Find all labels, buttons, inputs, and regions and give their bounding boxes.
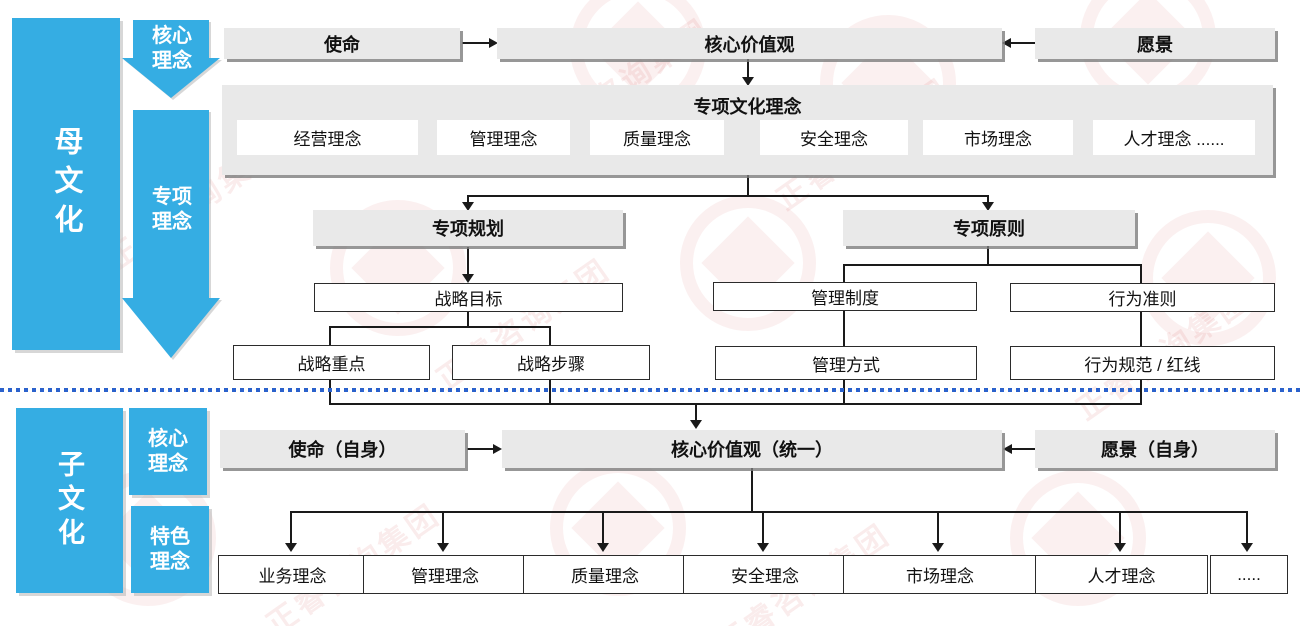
child-item-management: 管理理念	[363, 555, 527, 594]
special-idea-arrow-body	[133, 110, 209, 298]
connector	[329, 403, 1142, 405]
arrowhead	[1241, 543, 1253, 552]
arrowhead	[757, 543, 769, 552]
management-system-box: 管理制度	[713, 282, 977, 311]
arrowhead	[1002, 38, 1011, 48]
connector	[1140, 264, 1142, 283]
arrowhead	[493, 444, 502, 454]
child-feature-idea-label: 特色理念	[150, 525, 190, 573]
connector	[549, 326, 551, 345]
child-core-idea-tag: 核心理念	[129, 408, 207, 495]
conduct-norms-box: 行为规范 / 红线	[1010, 346, 1275, 380]
arrowhead	[1114, 543, 1126, 552]
core-idea-label: 核心理念	[152, 25, 192, 72]
child-item-safety: 安全理念	[683, 555, 847, 594]
arrowhead	[982, 202, 994, 211]
special-planning-box: 专项规划	[313, 210, 623, 246]
connector	[462, 42, 489, 44]
connector	[843, 264, 845, 282]
connector	[290, 511, 1247, 513]
child-feature-idea-tag: 特色理念	[131, 506, 209, 593]
mother-culture-label: 母文化	[50, 125, 82, 243]
arrowhead	[462, 274, 474, 283]
child-item-market: 市场理念	[843, 555, 1037, 594]
connector	[1246, 511, 1248, 544]
child-core-idea-label: 核心理念	[148, 427, 188, 475]
connector	[1140, 310, 1142, 346]
connector	[1011, 42, 1035, 44]
connector	[290, 511, 292, 544]
connector	[1012, 448, 1035, 450]
arrowhead	[489, 38, 498, 48]
connector	[467, 195, 469, 203]
arrowhead	[462, 202, 474, 211]
connector	[843, 309, 845, 346]
connector	[1119, 511, 1121, 544]
connector	[602, 511, 604, 544]
child-item-business: 业务理念	[218, 555, 367, 594]
child-culture-label: 子文化	[54, 449, 84, 552]
arrowhead	[437, 543, 449, 552]
arrowhead	[932, 543, 944, 552]
core-idea-arrow-body	[133, 20, 209, 58]
management-method-box: 管理方式	[715, 346, 977, 380]
special-idea-arrow	[122, 110, 220, 360]
strategy-focus-box: 战略重点	[233, 345, 430, 380]
conduct-code-box: 行为准则	[1010, 283, 1275, 312]
culture-item-talent: 人才理念 ......	[1093, 120, 1255, 155]
core-values-box: 核心价值观	[497, 28, 1002, 59]
arrowhead	[742, 77, 754, 86]
child-culture-bar: 子文化	[16, 408, 123, 593]
connector	[937, 511, 939, 544]
mission-box: 使命	[224, 28, 460, 59]
section-divider	[0, 388, 1300, 392]
special-idea-arrow-head	[122, 298, 220, 358]
culture-item-quality: 质量理念	[590, 120, 724, 155]
child-item-talent: 人才理念	[1035, 555, 1208, 594]
connector	[442, 511, 444, 544]
connector	[695, 403, 697, 421]
connector	[987, 195, 989, 203]
culture-item-management: 管理理念	[437, 120, 570, 155]
culture-item-safety: 安全理念	[760, 120, 908, 155]
special-culture-title: 专项文化理念	[693, 97, 802, 117]
mother-culture-bar: 母文化	[12, 18, 120, 350]
arrowhead	[1003, 444, 1012, 454]
culture-item-operations: 经营理念	[237, 120, 418, 155]
connector	[467, 448, 493, 450]
connector	[329, 326, 331, 345]
connector	[467, 247, 469, 275]
special-idea-label: 专项理念	[152, 186, 192, 233]
culture-item-market: 市场理念	[923, 120, 1073, 155]
connector	[987, 246, 989, 266]
connector	[329, 326, 551, 328]
child-item-more: .....	[1210, 555, 1288, 594]
core-idea-arrow	[122, 20, 220, 100]
connector	[747, 59, 749, 78]
arrowhead	[285, 543, 297, 552]
child-item-quality: 质量理念	[523, 555, 687, 594]
connector	[751, 468, 753, 513]
child-core-values-box: 核心价值观（统一）	[502, 430, 1002, 468]
core-idea-arrow-head	[122, 58, 220, 98]
strategy-steps-box: 战略步骤	[452, 345, 650, 380]
child-mission-box: 使命（自身）	[220, 430, 465, 468]
arrowhead	[597, 543, 609, 552]
vision-box: 愿景	[1035, 28, 1275, 59]
special-principles-box: 专项原则	[843, 210, 1135, 246]
child-vision-box: 愿景（自身）	[1035, 430, 1275, 468]
connector	[467, 195, 989, 197]
connector	[762, 511, 764, 544]
strategy-goal-box: 战略目标	[314, 283, 623, 312]
connector	[747, 175, 749, 196]
connector	[467, 310, 469, 328]
arrowhead	[690, 420, 702, 429]
connector	[843, 264, 1142, 266]
